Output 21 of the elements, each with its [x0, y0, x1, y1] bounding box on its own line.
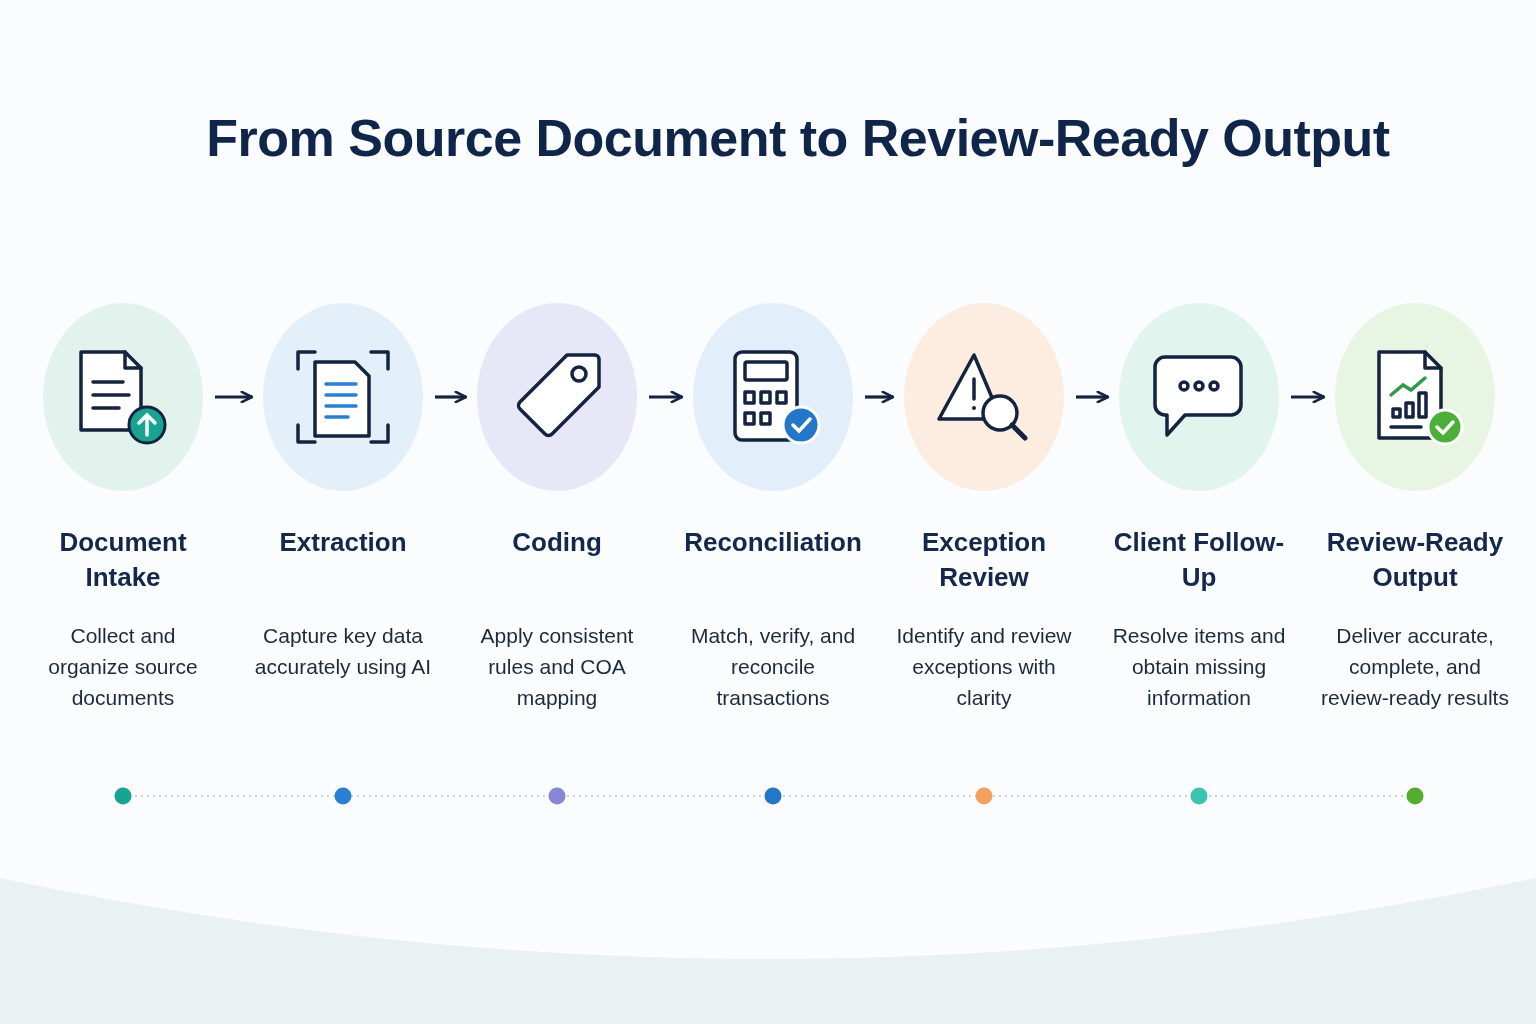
arrow [435, 390, 468, 404]
arrow [649, 390, 684, 404]
step-description: Apply consistent rules and COA mapping [479, 623, 635, 711]
arrow [1076, 390, 1110, 404]
step-title: Review-Ready Output [1325, 526, 1505, 594]
step-description: Resolve items and obtain missing information [1111, 623, 1287, 711]
step-title: Extraction [278, 526, 408, 559]
step-title: Coding [511, 526, 603, 559]
step-description: Collect and organize source documents [47, 623, 199, 711]
step-title: Client Follow-Up [1112, 526, 1286, 594]
step-title: Exception Review [920, 526, 1048, 594]
step-description: Deliver accurate, complete, and review-ready results [1320, 623, 1510, 711]
diagram-title: From Source Document to Review-Ready Output [205, 108, 1391, 168]
arrow [865, 390, 895, 404]
step-title: Reconciliation [683, 526, 863, 559]
step-description: Identify and review exceptions with clarity [895, 623, 1073, 711]
arrow [1291, 390, 1326, 404]
step-description: Capture key data accurately using AI [253, 623, 433, 680]
arrow [215, 390, 254, 404]
step-title: Document Intake [58, 526, 188, 594]
step-description: Match, verify, and reconcile transactions [689, 623, 857, 711]
